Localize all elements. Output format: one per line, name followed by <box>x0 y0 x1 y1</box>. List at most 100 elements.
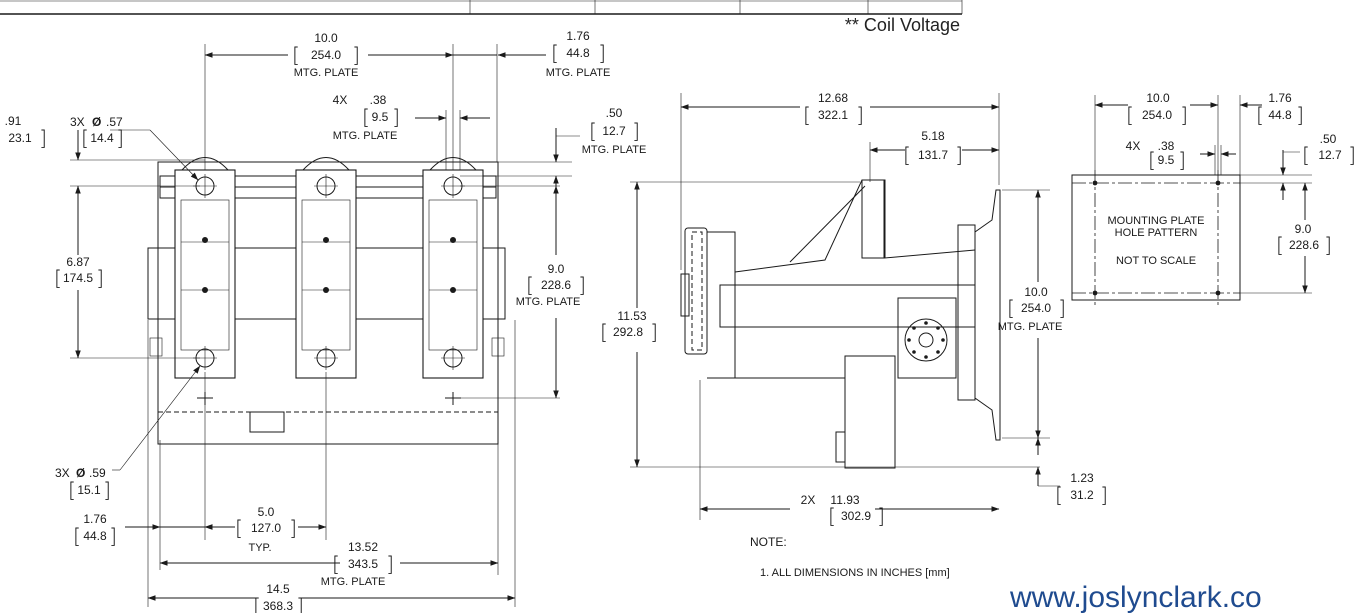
svg-text:[: [ <box>828 504 836 528</box>
bottom-offset-mm: 44.8 <box>83 529 107 543</box>
hole-diameter-59-mm: 15.1 <box>77 483 101 497</box>
pole-spacing-in: 5.0 <box>258 505 275 519</box>
hole-diameter-57-in: .57 <box>106 115 123 129</box>
hole-count-57: 3X <box>70 115 85 129</box>
plate-width-in-2: 10.0 <box>1146 91 1170 105</box>
hole-diameter-symbol-59: Ø <box>76 466 85 480</box>
side-mount-depth-mm: 302.9 <box>841 509 871 523</box>
svg-text:]: ] <box>103 478 111 502</box>
front-offset-in: 1.76 <box>566 29 590 43</box>
svg-text:]: ] <box>1058 296 1066 320</box>
pole-spacing-note: TYP. <box>248 542 271 554</box>
side-plate-height-mm: 254.0 <box>1021 301 1051 315</box>
svg-text:]: ] <box>386 552 394 576</box>
svg-text:]: ] <box>632 119 640 143</box>
notes-block: NOTE: 1. ALL DIMENSIONS IN INCHES [mm] <box>750 535 950 579</box>
hole-diameter-59-in: .59 <box>89 466 106 480</box>
slot-width-in: .38 <box>370 93 387 107</box>
svg-text:]: ] <box>392 105 400 129</box>
plate-slot-in: .38 <box>1158 139 1175 153</box>
svg-text:[: [ <box>235 516 243 540</box>
svg-text:[: [ <box>526 273 534 297</box>
front-offset-note: MTG. PLATE <box>546 67 611 79</box>
plate-offset-in-2: 1.76 <box>1268 91 1292 105</box>
slot-width-note: MTG. PLATE <box>333 130 398 142</box>
plate-top-margin-in: .50 <box>1320 132 1337 146</box>
front-width-note: MTG. PLATE <box>294 67 359 79</box>
svg-text:]: ] <box>109 524 117 548</box>
website-url[interactable]: www.joslynclark.co <box>1009 581 1262 613</box>
svg-text:[: [ <box>73 524 81 548</box>
svg-text:[: [ <box>81 126 89 150</box>
svg-text:]: ] <box>877 504 885 528</box>
svg-text:[: [ <box>68 478 76 502</box>
note-heading: NOTE: <box>750 535 787 549</box>
svg-text:[: [ <box>362 105 370 129</box>
svg-text:[: [ <box>1007 296 1015 320</box>
svg-text:]: ] <box>578 273 586 297</box>
plate-height-in-2: 9.0 <box>1295 222 1312 236</box>
top-offset-mm: 23.1 <box>8 131 32 145</box>
hole-diameter-symbol-57: Ø <box>92 115 101 129</box>
svg-text:]: ] <box>856 103 864 127</box>
svg-text:[: [ <box>54 266 62 290</box>
plate-width-in: 13.52 <box>348 540 378 554</box>
plate-slot-mm: 9.5 <box>1158 153 1175 167</box>
side-view-dimensions: 12.68 [ 322.1 ] 5.18 [ 131.7 ] 11.53 [ 2… <box>600 91 1108 528</box>
svg-text:]: ] <box>1296 103 1304 127</box>
side-view <box>680 179 1001 469</box>
plate-pattern-label-1: MOUNTING PLATE <box>1108 215 1205 227</box>
top-offset-in: .91 <box>5 114 22 128</box>
svg-text:[: [ <box>1055 483 1063 507</box>
plate-height-mm-2: 228.6 <box>1289 238 1319 252</box>
svg-text:[: [ <box>1276 233 1284 257</box>
side-bottom-offset-in: 1.23 <box>1070 471 1094 485</box>
coil-voltage-label: ** Coil Voltage <box>845 15 960 35</box>
overall-width-mm: 368.3 <box>263 599 293 613</box>
svg-text:[: [ <box>803 103 811 127</box>
side-depth-mm: 322.1 <box>818 108 848 122</box>
slot-width-mm: 9.5 <box>372 110 389 124</box>
svg-text:[: [ <box>292 43 300 67</box>
pole-spacing-mm: 127.0 <box>251 521 281 535</box>
svg-text:[: [ <box>1148 148 1156 172</box>
svg-text:]: ] <box>96 266 104 290</box>
side-bottom-offset-mm: 31.2 <box>1070 488 1094 502</box>
side-mount-count: 2X <box>801 493 816 507</box>
svg-text:[: [ <box>1256 103 1264 127</box>
plate-offset-mm-2: 44.8 <box>1268 108 1292 122</box>
svg-text:]: ] <box>1348 143 1356 167</box>
hole-diameter-57-mm: 14.4 <box>90 131 114 145</box>
svg-text:[: [ <box>551 41 559 65</box>
side-offset-in: 5.18 <box>921 129 945 143</box>
side-plate-height-in: 10.0 <box>1024 285 1048 299</box>
plate-slot-count: 4X <box>1126 139 1141 153</box>
svg-text:]: ] <box>296 594 304 613</box>
svg-text:]: ] <box>1100 483 1108 507</box>
plate-width-mm: 343.5 <box>348 557 378 571</box>
hole-spacing-mm: 174.5 <box>63 271 93 285</box>
slot-count: 4X <box>333 93 348 107</box>
plate-pattern-label-2: HOLE PATTERN <box>1115 227 1198 239</box>
front-view <box>147 157 506 445</box>
side-plate-height-note: MTG. PLATE <box>998 321 1063 333</box>
side-mount-depth-in: 11.93 <box>830 493 859 507</box>
svg-text:]: ] <box>650 320 658 344</box>
plate-width-note: MTG. PLATE <box>321 576 386 588</box>
svg-text:[: [ <box>0 126 2 150</box>
front-top-margin-note: MTG. PLATE <box>582 144 647 156</box>
hole-spacing-in: 6.87 <box>66 255 90 269</box>
plate-top-margin-mm: 12.7 <box>1318 148 1342 162</box>
svg-text:]: ] <box>598 41 606 65</box>
front-width-in: 10.0 <box>314 31 338 45</box>
svg-text:[: [ <box>332 552 340 576</box>
svg-text:[: [ <box>1302 143 1310 167</box>
svg-text:]: ] <box>955 143 963 167</box>
note-line-1: 1. ALL DIMENSIONS IN INCHES [mm] <box>760 567 950 579</box>
svg-text:]: ] <box>116 126 124 150</box>
front-offset-mm: 44.8 <box>566 46 590 60</box>
table-fragment <box>0 0 963 15</box>
svg-text:[: [ <box>1126 103 1134 127</box>
plate-view: MOUNTING PLATE HOLE PATTERN NOT TO SCALE <box>1071 170 1241 305</box>
